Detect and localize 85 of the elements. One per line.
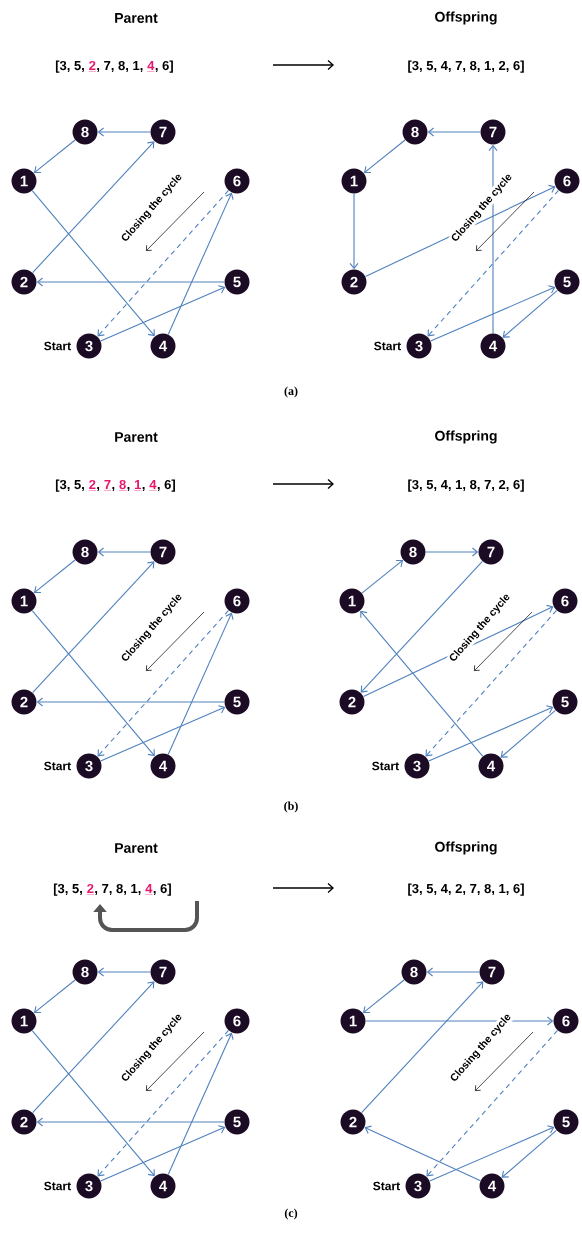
- dashed-arrow: [426, 1029, 559, 1177]
- panel-title: Offspring: [435, 430, 497, 444]
- highlighted-number: 4: [145, 884, 153, 895]
- arrow: [365, 1016, 554, 1026]
- arrow: [426, 967, 480, 977]
- sequence-text: , 7, 8, 1,: [95, 883, 141, 895]
- arrow: [360, 610, 484, 757]
- sequence-text: ,: [112, 487, 115, 491]
- sequence-text: [3, 5,: [55, 479, 84, 492]
- start-label: Start: [373, 1181, 400, 1191]
- start-label: Start: [44, 341, 71, 351]
- panel-caption: (b): [284, 801, 298, 813]
- arrow: [501, 1129, 557, 1178]
- highlighted-number: 2: [88, 60, 97, 72]
- arrow: [33, 139, 76, 174]
- panel-title: Offspring: [435, 841, 497, 855]
- highlighted-number: 4: [147, 61, 155, 72]
- arrow: [429, 1125, 555, 1182]
- dashed-arrow: [97, 189, 230, 337]
- dashed-arrow: [425, 609, 558, 757]
- highlighted-number: 1: [133, 480, 142, 491]
- panel-title: Offspring: [435, 11, 497, 25]
- arrow: [32, 561, 155, 694]
- arrow: [97, 127, 151, 137]
- sequence-text: ,: [142, 487, 145, 491]
- arrow: [430, 285, 556, 342]
- sequence-text: ,: [97, 487, 100, 491]
- sequence-text: [3, 5,: [53, 883, 82, 896]
- arrow: [361, 981, 484, 1114]
- dashed-arrow: [427, 189, 560, 337]
- panel-caption: (a): [284, 386, 298, 398]
- highlighted-number: 2: [88, 479, 97, 491]
- arrow: [362, 979, 405, 1014]
- arrow: [32, 141, 155, 274]
- sequence-text: , 6]: [157, 479, 175, 492]
- highlighted-number: 7: [103, 480, 112, 491]
- dashed-arrow: [97, 1029, 230, 1177]
- start-label: Start: [374, 341, 401, 351]
- arrow: [36, 1117, 225, 1127]
- sequence-text: , 6]: [155, 60, 173, 73]
- arrow: [100, 285, 226, 342]
- arrow: [500, 709, 556, 758]
- arrow: [425, 547, 479, 557]
- arrow: [502, 289, 558, 338]
- sequence-text: [3, 5, 4, 2, 7, 8, 1, 6]: [408, 883, 524, 896]
- arrow: [427, 127, 481, 137]
- arrow: [167, 612, 234, 755]
- arrow: [349, 193, 359, 270]
- arrow: [31, 610, 155, 757]
- arrow: [36, 277, 225, 287]
- sequence-text: ,: [127, 487, 130, 491]
- sequence-text: [3, 5, 4, 1, 8, 7, 2, 6]: [408, 479, 524, 492]
- sequence-text: [3, 5, 4, 7, 8, 1, 2, 6]: [408, 60, 524, 73]
- panel-title: Parent: [115, 843, 158, 853]
- highlighted-number: 8: [118, 479, 127, 491]
- arrow: [36, 697, 225, 707]
- start-label: Start: [372, 761, 399, 771]
- arrow: [32, 981, 155, 1114]
- arrow: [488, 144, 498, 334]
- arrow: [97, 967, 151, 977]
- arrow: [31, 1030, 155, 1177]
- highlighted-number: 4: [149, 480, 157, 491]
- sequence-text: , 6]: [153, 883, 171, 896]
- arrow: [167, 1032, 234, 1175]
- panel-caption: (c): [284, 1208, 298, 1220]
- sequence-text: , 7, 8, 1,: [97, 60, 143, 72]
- sequence-text: [3, 5,: [55, 60, 84, 73]
- dashed-arrow: [97, 609, 230, 757]
- arrow: [33, 979, 76, 1014]
- arrow: [100, 1125, 226, 1182]
- arrow: [31, 190, 155, 337]
- arrow: [100, 705, 226, 762]
- arrow: [97, 547, 151, 557]
- arrow: [428, 705, 554, 762]
- arrow: [167, 192, 234, 335]
- start-label: Start: [44, 761, 71, 771]
- arrow: [364, 1125, 482, 1182]
- arrow: [361, 559, 404, 594]
- panel-title: Parent: [115, 13, 158, 23]
- arrow: [360, 560, 483, 693]
- highlighted-number: 2: [86, 883, 95, 895]
- arrow: [363, 139, 406, 174]
- arrow: [33, 559, 76, 594]
- panel-title: Parent: [115, 432, 158, 442]
- start-label: Start: [44, 1181, 71, 1191]
